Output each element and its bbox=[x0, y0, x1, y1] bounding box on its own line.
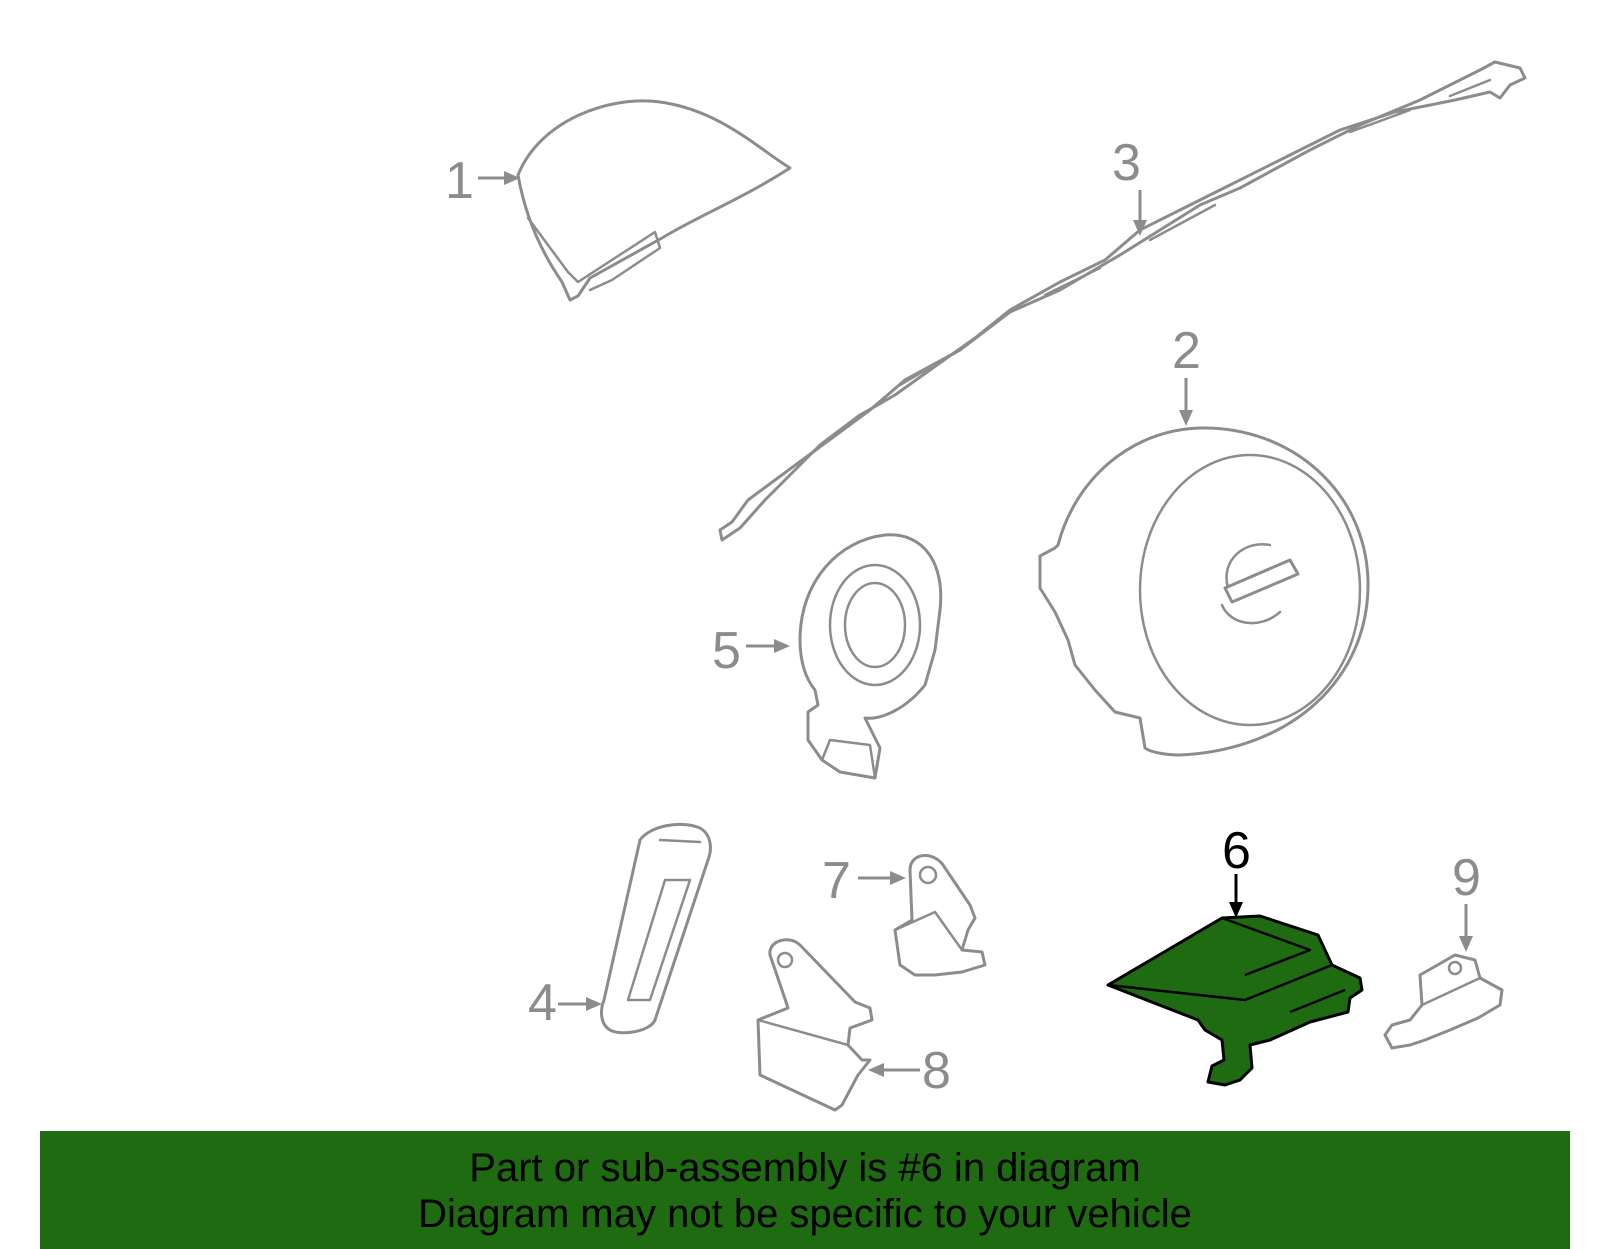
callout-7: 7 bbox=[822, 852, 906, 910]
callout-5: 5 bbox=[712, 622, 790, 680]
callout-label-6: 6 bbox=[1222, 822, 1251, 880]
callout-8: 8 bbox=[868, 1042, 951, 1100]
callout-1: 1 bbox=[445, 152, 520, 210]
parts-diagram: 1 3 2 5 4 bbox=[445, 60, 1527, 1112]
callout-label-3: 3 bbox=[1112, 134, 1141, 192]
callout-3: 3 bbox=[1112, 134, 1147, 236]
part-8-bracket[interactable] bbox=[756, 938, 874, 1112]
callout-label-1: 1 bbox=[445, 152, 474, 210]
banner-line-2: Diagram may not be specific to your vehi… bbox=[418, 1192, 1192, 1236]
callout-label-8: 8 bbox=[922, 1042, 951, 1100]
part-2-driver-airbag[interactable] bbox=[1038, 426, 1370, 757]
callout-label-4: 4 bbox=[528, 974, 557, 1032]
callout-label-5: 5 bbox=[712, 622, 741, 680]
part-7-sensor[interactable] bbox=[893, 854, 987, 977]
callout-6: 6 bbox=[1222, 822, 1251, 918]
info-banner: Part or sub-assembly is #6 in diagram Di… bbox=[40, 1131, 1570, 1249]
part-6-control-module[interactable] bbox=[1106, 914, 1364, 1087]
callout-label-9: 9 bbox=[1452, 849, 1481, 907]
callout-label-2: 2 bbox=[1172, 322, 1201, 380]
callout-9: 9 bbox=[1452, 849, 1481, 952]
part-5-clock-spring[interactable] bbox=[798, 533, 943, 780]
callout-label-7: 7 bbox=[822, 852, 851, 910]
part-9-impact-sensor[interactable] bbox=[1383, 953, 1504, 1050]
part-3-curtain-airbag[interactable] bbox=[718, 60, 1527, 542]
part-4-side-airbag[interactable] bbox=[600, 822, 712, 1035]
part-1-airbag-cover[interactable] bbox=[516, 99, 792, 302]
banner-line-1: Part or sub-assembly is #6 in diagram bbox=[469, 1146, 1141, 1190]
callout-2: 2 bbox=[1172, 322, 1201, 426]
callout-4: 4 bbox=[528, 974, 602, 1032]
